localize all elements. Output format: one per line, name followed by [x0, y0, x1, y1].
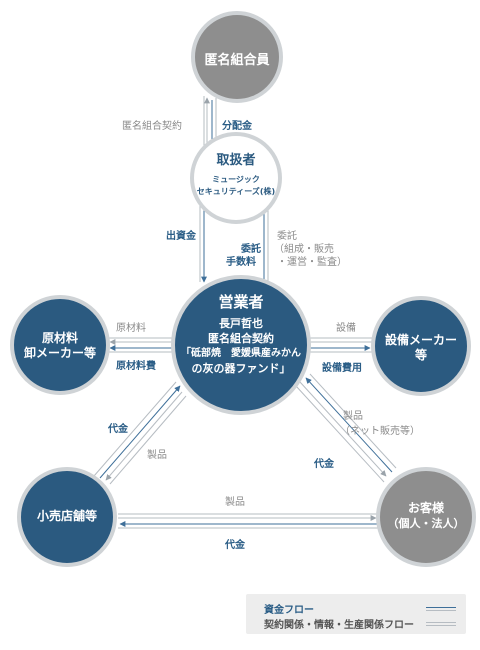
materials-line1: 原材料	[41, 331, 78, 345]
operator-line1: 長戸哲也	[219, 317, 263, 330]
node-operator-circle	[171, 275, 311, 415]
label-customer-product-1: 製品	[343, 411, 363, 422]
node-equipment-circle	[371, 296, 471, 396]
link-operator-customer	[295, 373, 397, 483]
node-operator: 営業者 長戸哲也 匿名組合契約 「砥部焼 愛媛県産みかん の灰の器ファンド」	[171, 292, 311, 376]
legend-money-label: 資金フロー	[264, 605, 314, 616]
link-handler-operator	[199, 199, 271, 283]
link-operator-retail	[93, 381, 187, 485]
investor-label: 匿名組合員	[204, 53, 270, 68]
equipment-line2: 等	[414, 348, 427, 362]
node-customer-circle	[376, 467, 476, 567]
node-handler-circle	[190, 132, 282, 224]
node-materials: 原材料 卸メーカー等	[12, 331, 108, 361]
retail-line1: 小売店舗等	[36, 509, 97, 523]
handler-company-line2: セキュリティーズ(株)	[196, 187, 276, 196]
label-entrust-fee-1: 委託	[241, 244, 261, 255]
label-bottom-payment: 代金	[225, 540, 245, 551]
node-materials-circle	[10, 295, 110, 395]
node-investor: 匿名組合員	[193, 49, 281, 68]
label-contract: 匿名組合契約	[122, 121, 182, 132]
link-operator-equipment	[302, 337, 372, 353]
operator-line4: の灰の器ファンド」	[191, 362, 291, 375]
operator-line3: 「砥部焼 愛媛県産みかん	[181, 348, 301, 359]
node-customer: お客様 （個人・法人）	[378, 500, 474, 532]
label-entrust-fee-2: 手数料	[226, 257, 256, 268]
legend: 資金フロー 契約関係・情報・生産関係フロー	[246, 594, 466, 634]
node-equipment: 設備メーカー 等	[373, 333, 469, 363]
operator-title: 営業者	[218, 293, 264, 311]
label-entrust-1: 委託	[277, 231, 297, 242]
label-entrust-2: （組成・販売	[274, 244, 334, 255]
label-distribution: 分配金	[222, 121, 252, 132]
operator-line2: 匿名組合契約	[208, 332, 274, 345]
label-materials-top: 原材料	[116, 323, 146, 334]
legend-info-line	[426, 622, 456, 623]
node-handler: 取扱者 ミュージック セキュリティーズ(株)	[192, 152, 280, 198]
handler-title: 取扱者	[216, 153, 256, 168]
legend-info-line-2	[426, 625, 456, 626]
legend-money-line	[426, 607, 456, 608]
handler-company-line1: ミュージック	[212, 175, 260, 184]
customer-line1: お客様	[407, 501, 444, 515]
label-equipment-top: 設備	[336, 323, 356, 334]
customer-line2: （個人・法人）	[387, 517, 465, 530]
node-investor-circle	[191, 11, 283, 103]
legend-money-line-2	[426, 610, 456, 611]
label-bottom-product: 製品	[225, 497, 245, 508]
link-retail-customer	[118, 513, 378, 529]
link-materials-operator	[108, 337, 176, 353]
label-investment: 出資金	[166, 231, 196, 242]
label-materials-cost: 原材料費	[116, 361, 156, 372]
label-entrust-3: ・運営・監査）	[277, 257, 347, 268]
legend-info-label: 契約関係・情報・生産関係フロー	[264, 620, 414, 631]
label-customer-payment: 代金	[314, 459, 334, 470]
label-retail-product: 製品	[147, 450, 167, 461]
materials-line2: 卸メーカー等	[23, 346, 96, 360]
node-retail: 小売店舗等	[19, 509, 115, 524]
label-customer-product-2: （ネット販売等）	[340, 426, 420, 437]
label-retail-payment: 代金	[108, 424, 128, 435]
node-retail-circle	[17, 467, 117, 567]
label-equipment-cost: 設備費用	[322, 363, 362, 374]
equipment-line1: 設備メーカー	[384, 333, 457, 347]
